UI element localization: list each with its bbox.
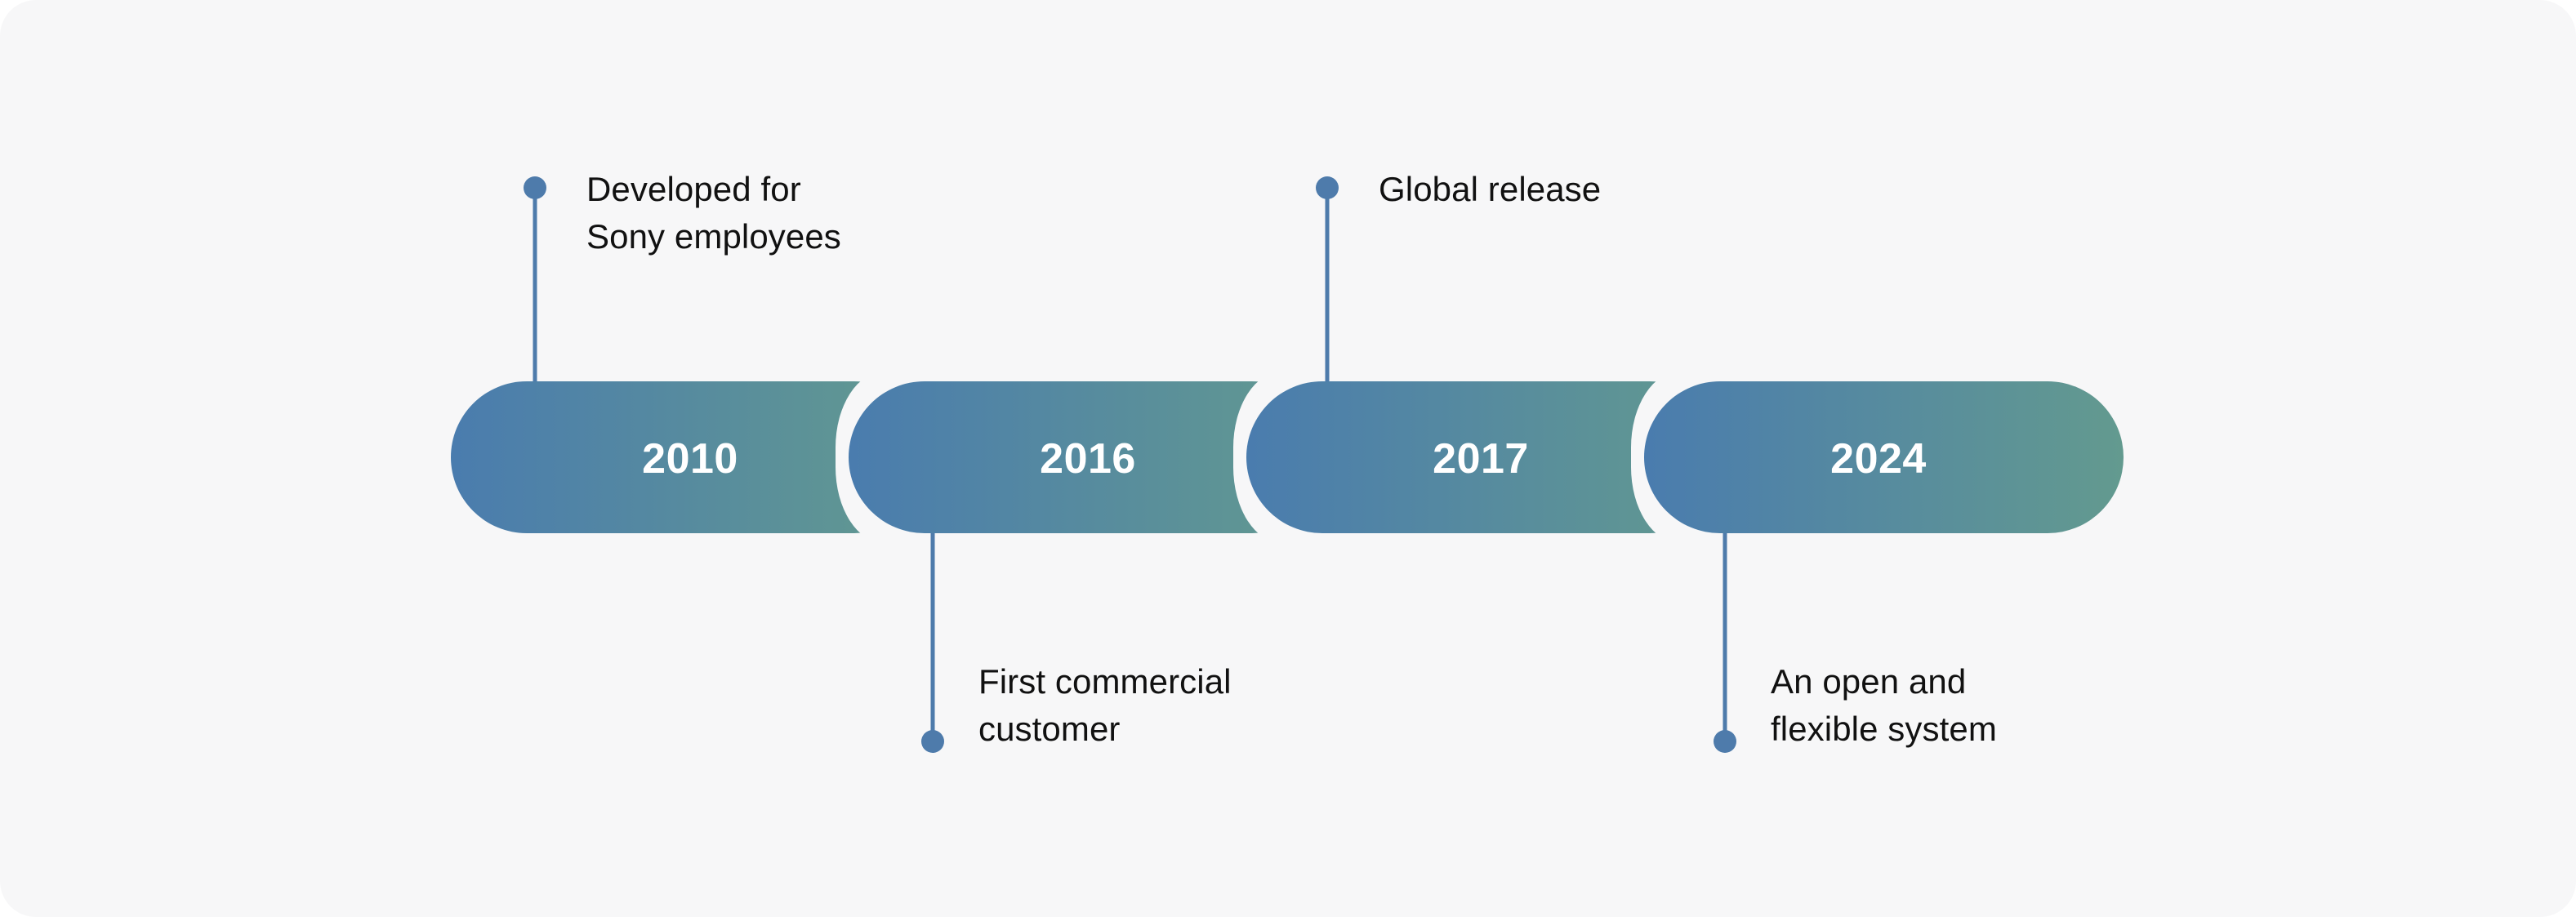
connector-lines (533, 188, 1727, 739)
timeline-pill-2010[interactable] (451, 381, 930, 533)
marker-dots (524, 176, 1736, 753)
timeline-pill-2024[interactable] (1644, 381, 2124, 533)
timeline-dot-icon-2010[interactable] (524, 176, 546, 199)
timeline-dot-icon-2016[interactable] (921, 730, 944, 753)
callout-text-2017: Global release (1379, 170, 1602, 208)
callout-text-2016: First commercial customer (978, 662, 1232, 748)
year-label-2024: 2024 (1830, 435, 1927, 483)
callout-text-2010: Developed for Sony employees (586, 170, 841, 256)
callout-text-2024: An open and flexible system (1771, 662, 1997, 748)
timeline-pill-2016[interactable] (849, 381, 1328, 533)
year-label-2010: 2010 (642, 435, 738, 483)
timeline-dot-icon-2024[interactable] (1714, 730, 1736, 753)
timeline-track (451, 381, 2124, 533)
year-label-2016: 2016 (1040, 435, 1136, 483)
year-label-2017: 2017 (1433, 435, 1529, 483)
timeline-pill-2017[interactable] (1246, 381, 1726, 533)
timeline-dot-icon-2017[interactable] (1316, 176, 1339, 199)
